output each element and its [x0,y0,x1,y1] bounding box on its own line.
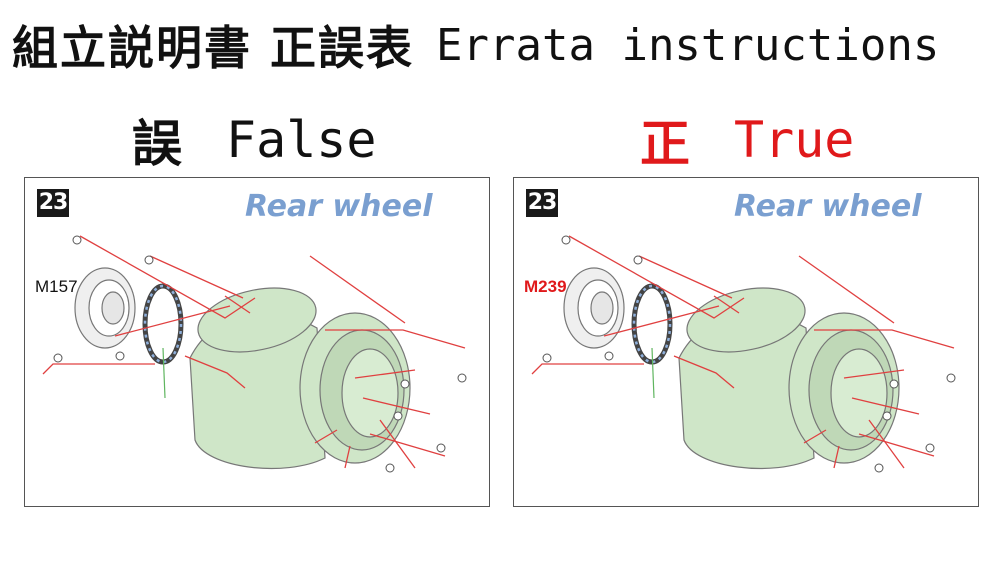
panel-title: Rear wheel [245,189,433,224]
panel-title: Rear wheel [734,189,922,224]
false-header-word: False [226,111,377,169]
hub-ring [74,267,136,349]
true-header: 正 True [640,104,854,176]
part-label: M239 [524,277,567,296]
part-label: M157 [35,277,78,296]
leader-lines [531,235,955,469]
page-title: 組立説明書 正誤表 Errata instructions [12,10,992,80]
true-header-kanji: 正 [640,115,690,173]
false-header: 誤 False [132,104,377,176]
hub-ring [563,267,625,349]
true-header-word: True [734,111,855,169]
title-english: Errata instructions [436,19,940,71]
false-header-kanji: 誤 [132,115,182,173]
true-panel: 23 Rear wheel M239 [513,177,979,507]
false-wheel-diagram [42,235,467,473]
false-panel: 23 Rear wheel M157 [24,177,490,507]
true-wheel-diagram [531,235,956,473]
step-number: 23 [526,189,558,217]
wheel-drum [678,287,900,470]
title-japanese: 組立説明書 正誤表 [12,21,415,75]
step-number: 23 [37,189,69,217]
wheel-drum [189,287,411,470]
screws [53,235,467,473]
leader-lines [42,235,466,469]
screws [542,235,956,473]
